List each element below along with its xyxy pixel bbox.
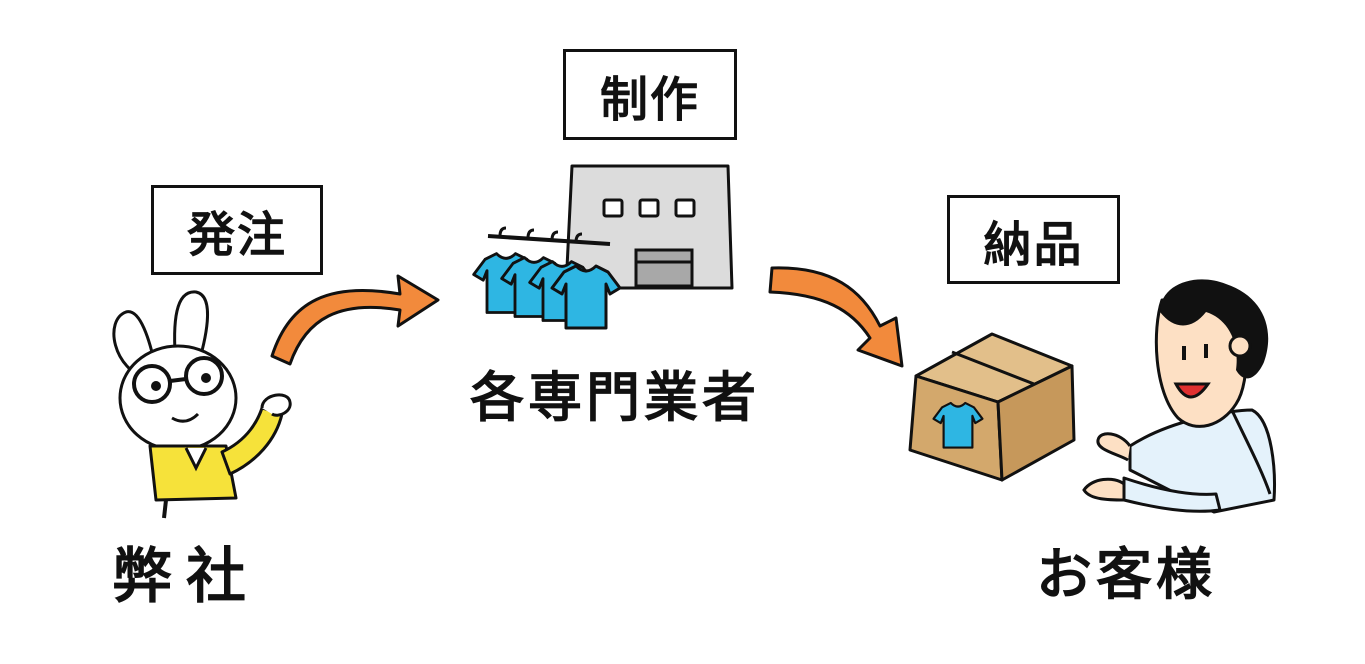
step-order-label: 発注 <box>151 185 323 275</box>
factory-building-icon <box>564 164 734 290</box>
step-production-label: 制作 <box>563 49 737 140</box>
vendors-caption: 各専門業者 <box>470 366 760 429</box>
clothes-rack-icon <box>472 226 622 330</box>
step-production-text: 制作 <box>599 71 700 128</box>
step-delivery-label: 納品 <box>947 195 1120 284</box>
rabbit-mascot-icon <box>112 290 292 519</box>
company-caption: 弊社 <box>112 542 260 612</box>
customer-caption: お客様 <box>1036 543 1216 608</box>
step-order-text: 発注 <box>186 207 287 263</box>
delivery-box-icon <box>908 332 1076 482</box>
step-delivery-text: 納品 <box>983 216 1084 273</box>
arrow-order-to-vendor <box>270 274 440 366</box>
customer-person-icon <box>1082 279 1276 514</box>
arrow-vendor-to-delivery <box>768 266 904 368</box>
